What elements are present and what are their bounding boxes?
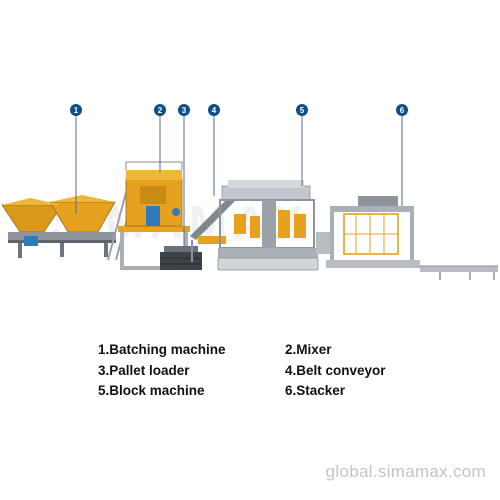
mixer-illustration <box>107 161 190 270</box>
callout-2: 2 <box>154 104 166 172</box>
legend-item-mixer: 2.Mixer <box>285 342 332 357</box>
callout-number: 6 <box>400 106 405 115</box>
legend-item-stacker: 6.Stacker <box>285 383 346 398</box>
site-watermark: global.simamax.com <box>325 462 486 481</box>
callout-3: 3 <box>178 104 190 250</box>
callout-number: 1 <box>74 106 79 115</box>
legend-item-batching-machine: 1.Batching machine <box>98 342 226 357</box>
callout-5: 5 <box>296 104 308 186</box>
stacker-illustration <box>326 196 498 280</box>
callout-number: 2 <box>158 106 163 115</box>
batching-machine-illustration <box>1 195 116 258</box>
block-machine-illustration <box>217 180 332 271</box>
callout-number: 5 <box>300 106 305 115</box>
legend-item-pallet-loader: 3.Pallet loader <box>98 363 190 378</box>
callout-1: 1 <box>70 104 82 214</box>
legend-item-belt-conveyor: 4.Belt conveyor <box>285 363 386 378</box>
callout-number: 3 <box>182 106 187 115</box>
callout-number: 4 <box>212 106 217 115</box>
callout-6: 6 <box>396 104 408 206</box>
pallet-loader-illustration <box>160 246 202 270</box>
callout-4: 4 <box>208 104 220 196</box>
component-legend: 1.Batching machine 2.Mixer 3.Pallet load… <box>0 340 500 410</box>
production-line-diagram: SIMAMAX <box>1 104 498 280</box>
legend-item-block-machine: 5.Block machine <box>98 383 205 398</box>
